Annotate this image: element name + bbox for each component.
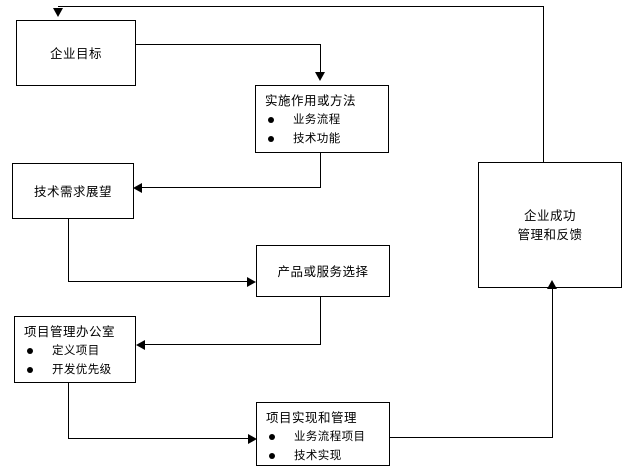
node-product-service-selection-title: 产品或服务选择 bbox=[277, 263, 369, 279]
edge-implementation-to-tech-vertical bbox=[320, 152, 321, 188]
edge-tech-to-product-arrowhead bbox=[247, 277, 256, 287]
edge-pmo-to-impl-vertical bbox=[68, 382, 69, 439]
edge-goal-to-implementation-arrowhead bbox=[315, 72, 325, 81]
list-item: 开发优先级 bbox=[15, 360, 135, 379]
list-item: 技术功能 bbox=[256, 129, 388, 148]
list-item-label: 技术功能 bbox=[293, 131, 341, 145]
list-item-label: 业务流程 bbox=[293, 112, 341, 126]
list-item: 业务流程项目 bbox=[257, 427, 389, 446]
list-item-label: 开发优先级 bbox=[52, 362, 112, 376]
node-product-service-selection[interactable]: 产品或服务选择 bbox=[256, 245, 390, 297]
edge-pmo-to-impl-horizontal bbox=[68, 438, 249, 439]
node-tech-demand-outlook[interactable]: 技术需求展望 bbox=[12, 163, 134, 219]
list-item: 定义项目 bbox=[15, 341, 135, 360]
node-enterprise-goal-title: 企业目标 bbox=[49, 45, 102, 61]
node-enterprise-goal[interactable]: 企业目标 bbox=[16, 20, 136, 86]
node-project-impl-management[interactable]: 项目实现和管理 业务流程项目 技术实现 bbox=[256, 402, 390, 466]
edge-tech-to-product-horizontal bbox=[68, 281, 248, 282]
bullet-dot-icon bbox=[27, 348, 33, 354]
edge-goal-to-implementation-vertical bbox=[320, 44, 321, 74]
list-item: 业务流程 bbox=[256, 110, 388, 129]
edge-tech-to-product-vertical bbox=[68, 218, 69, 281]
edge-success-to-goal-arrowhead bbox=[53, 8, 63, 17]
bullet-dot-icon bbox=[27, 367, 33, 373]
edge-success-to-goal-vertical bbox=[543, 6, 544, 163]
edge-goal-to-implementation-horizontal bbox=[136, 44, 321, 45]
node-project-impl-management-title: 项目实现和管理 bbox=[266, 410, 358, 425]
edge-implementation-to-tech-horizontal bbox=[141, 187, 321, 188]
list-item: 技术实现 bbox=[257, 446, 389, 465]
edge-implementation-to-tech-arrowhead bbox=[133, 183, 142, 193]
edge-impl-to-success-vertical bbox=[552, 288, 553, 438]
node-project-management-office[interactable]: 项目管理办公室 定义项目 开发优先级 bbox=[14, 316, 136, 383]
bullet-dot-icon bbox=[269, 434, 275, 440]
node-enterprise-success[interactable]: 企业成功 管理和反馈 bbox=[478, 162, 622, 288]
list-item-label: 技术实现 bbox=[294, 448, 342, 462]
node-project-impl-management-bullets: 业务流程项目 技术实现 bbox=[257, 427, 389, 465]
list-item-label: 业务流程项目 bbox=[294, 429, 366, 443]
node-enterprise-success-title-line1: 企业成功 bbox=[523, 208, 576, 223]
edge-product-to-pmo-horizontal bbox=[144, 344, 321, 345]
edge-impl-to-success-horizontal bbox=[390, 437, 553, 438]
edge-impl-to-success-arrowhead bbox=[547, 280, 557, 289]
edge-product-to-pmo-vertical bbox=[320, 296, 321, 345]
node-implementation-method[interactable]: 实施作用或方法 业务流程 技术功能 bbox=[255, 85, 389, 153]
edge-product-to-pmo-arrowhead bbox=[136, 340, 145, 350]
bullet-dot-icon bbox=[269, 453, 275, 459]
node-enterprise-success-title-line2: 管理和反馈 bbox=[517, 227, 583, 242]
node-project-management-office-bullets: 定义项目 开发优先级 bbox=[15, 341, 135, 379]
edge-success-to-goal-horizontal bbox=[58, 6, 544, 7]
list-item-label: 定义项目 bbox=[52, 343, 100, 357]
node-tech-demand-outlook-title: 技术需求展望 bbox=[33, 183, 112, 199]
edge-pmo-to-impl-arrowhead bbox=[248, 434, 257, 444]
node-implementation-method-title: 实施作用或方法 bbox=[265, 93, 357, 108]
bullet-dot-icon bbox=[268, 117, 274, 123]
bullet-dot-icon bbox=[268, 136, 274, 142]
node-implementation-method-bullets: 业务流程 技术功能 bbox=[256, 110, 388, 148]
node-project-management-office-title: 项目管理办公室 bbox=[24, 324, 116, 339]
